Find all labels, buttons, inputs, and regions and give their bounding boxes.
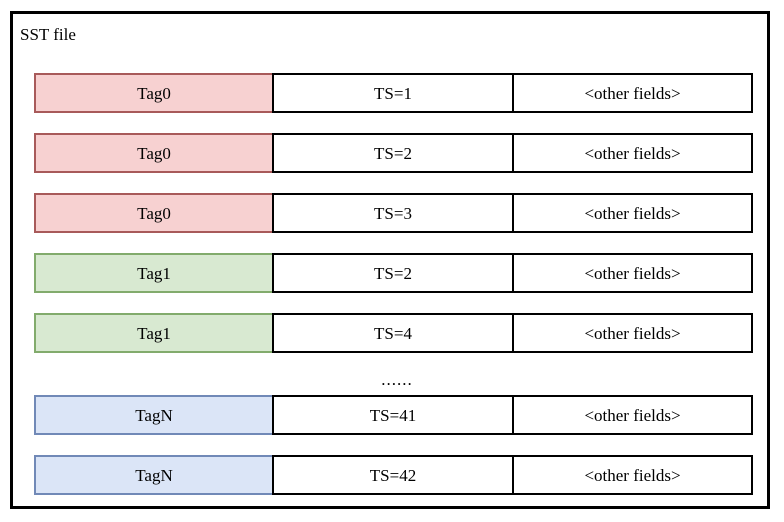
sst-file-container: SST file Tag0 TS=1 <other fields> Tag0 T… <box>10 11 770 509</box>
row-tag-cell: TagN <box>34 455 272 495</box>
row-other-fields-cell: <other fields> <box>514 133 753 173</box>
table-row: TagN TS=42 <other fields> <box>34 455 753 495</box>
row-timestamp-cell: TS=42 <box>272 455 514 495</box>
row-other-fields-cell: <other fields> <box>514 253 753 293</box>
row-other-fields-cell: <other fields> <box>514 455 753 495</box>
row-timestamp-cell: TS=4 <box>272 313 514 353</box>
row-tag-cell: Tag1 <box>34 253 272 293</box>
sst-file-title: SST file <box>20 25 76 44</box>
row-other-fields-cell: <other fields> <box>514 193 753 233</box>
row-tag-cell: Tag0 <box>34 133 272 173</box>
table-row: Tag1 TS=2 <other fields> <box>34 253 753 293</box>
row-other-fields-cell: <other fields> <box>514 73 753 113</box>
row-tag-cell: Tag0 <box>34 193 272 233</box>
row-tag-cell: Tag1 <box>34 313 272 353</box>
row-timestamp-cell: TS=41 <box>272 395 514 435</box>
table-row: Tag0 TS=1 <other fields> <box>34 73 753 113</box>
table-row: Tag1 TS=4 <other fields> <box>34 313 753 353</box>
row-timestamp-cell: TS=1 <box>272 73 514 113</box>
row-tag-cell: Tag0 <box>34 73 272 113</box>
record-rows-area: Tag0 TS=1 <other fields> Tag0 TS=2 <othe… <box>13 14 767 506</box>
row-timestamp-cell: TS=2 <box>272 253 514 293</box>
table-row: Tag0 TS=2 <other fields> <box>34 133 753 173</box>
row-tag-cell: TagN <box>34 395 272 435</box>
row-other-fields-cell: <other fields> <box>514 313 753 353</box>
table-row: Tag0 TS=3 <other fields> <box>34 193 753 233</box>
row-other-fields-cell: <other fields> <box>514 395 753 435</box>
row-timestamp-cell: TS=3 <box>272 193 514 233</box>
table-row: TagN TS=41 <other fields> <box>34 395 753 435</box>
row-timestamp-cell: TS=2 <box>272 133 514 173</box>
rows-ellipsis-separator: ...... <box>381 370 413 389</box>
